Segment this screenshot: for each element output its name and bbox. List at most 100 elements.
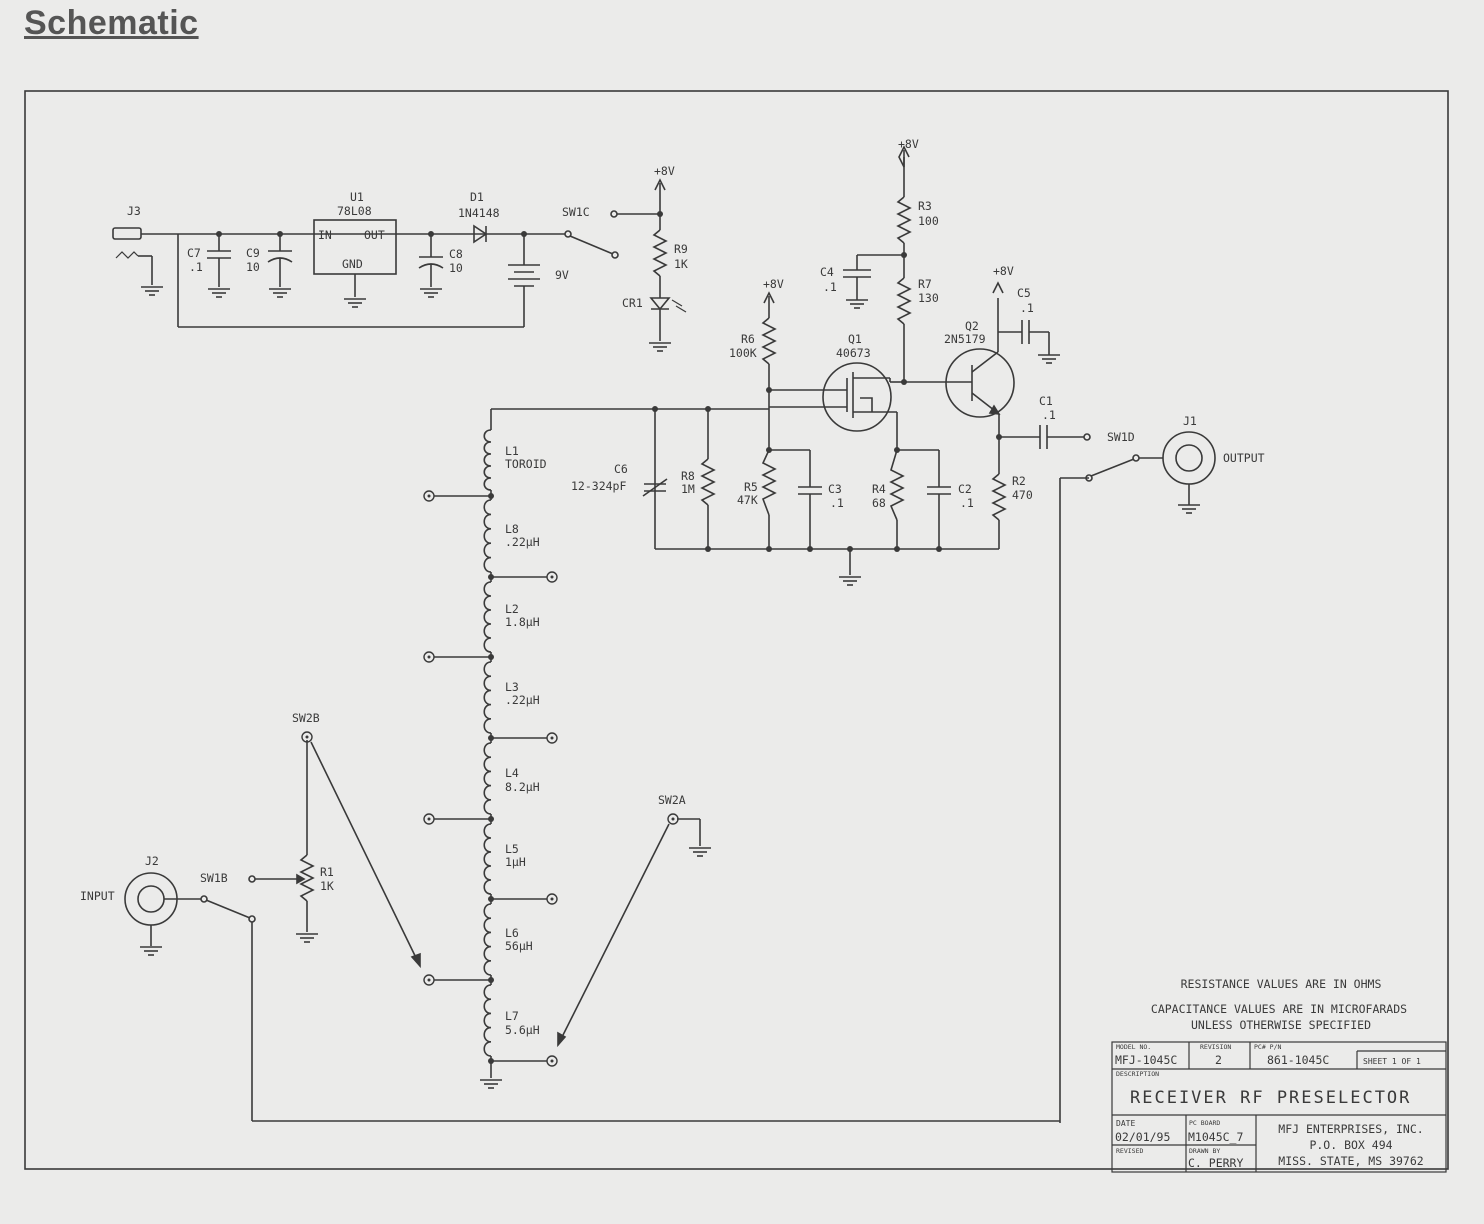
label-l8-value: .22µH (505, 535, 540, 549)
tb-drawn: C. PERRY (1188, 1156, 1243, 1170)
label-c3: C3 (828, 482, 842, 496)
ground-symbol (648, 342, 672, 352)
tap-terminal (423, 490, 435, 502)
inductor-coil (483, 499, 492, 573)
tap-terminal (546, 732, 558, 744)
note-capacitance: CAPACITANCE VALUES ARE IN MICROFARADS (1151, 1002, 1407, 1016)
label-input: INPUT (80, 889, 115, 903)
label-r4-value: 68 (872, 496, 886, 510)
title-block (1111, 1041, 1447, 1173)
label-d1: D1 (470, 190, 484, 204)
label-c3-value: .1 (830, 496, 844, 510)
label-l4: L4 (505, 766, 519, 780)
tb-pcb: 861-1045C (1267, 1053, 1329, 1067)
ground-symbol (295, 933, 319, 943)
label-l6: L6 (505, 926, 519, 940)
label-u1-gnd: GND (342, 257, 363, 271)
tb-model-label: MODEL NO. (1116, 1043, 1151, 1051)
label-c1: C1 (1039, 394, 1053, 408)
label-c2-value: .1 (960, 496, 974, 510)
label-r5-value: 47K (737, 493, 758, 507)
tb-company: MFJ ENTERPRISES, INC. (1278, 1122, 1423, 1136)
ground-symbol (139, 946, 163, 956)
label-c8-value: 10 (449, 261, 463, 275)
label-c5: C5 (1017, 286, 1031, 300)
label-r3-value: 100 (918, 214, 939, 228)
tap-terminal (546, 893, 558, 905)
inductor-coil (483, 742, 492, 815)
label-sw1b: SW1B (200, 871, 228, 885)
label-u1-in: IN (318, 228, 332, 242)
label-l8: L8 (505, 522, 519, 536)
inductor-coil (483, 984, 492, 1057)
label-l2: L2 (505, 602, 519, 616)
tb-date-label: DATE (1116, 1119, 1135, 1128)
label-r8: R8 (681, 469, 695, 483)
label-plus8v: +8V (898, 137, 919, 151)
label-q1: Q1 (848, 332, 862, 346)
ground-symbol (140, 286, 164, 296)
label-u1-out: OUT (364, 228, 385, 242)
label-r2-value: 470 (1012, 488, 1033, 502)
inductor-coil (483, 661, 492, 734)
label-q2-part: 2N5179 (944, 332, 986, 346)
ground-symbol (1177, 504, 1201, 514)
inductor-coils (483, 429, 492, 1064)
inductor-coil (483, 429, 492, 491)
page-heading: Schematic (24, 4, 199, 42)
label-l4-value: 8.2µH (505, 780, 540, 794)
label-l1: L1 (505, 444, 519, 458)
tap-terminal (423, 813, 435, 825)
label-sw1d: SW1D (1107, 430, 1135, 444)
label-battery-9v: 9V (555, 268, 569, 282)
tap-terminal (423, 651, 435, 663)
label-l3: L3 (505, 680, 519, 694)
tb-board-label: PC BOARD (1189, 1119, 1220, 1127)
label-q1-part: 40673 (836, 346, 871, 360)
tb-model: MFJ-1045C (1115, 1053, 1177, 1067)
label-r5: R5 (744, 480, 758, 494)
label-c6: C6 (614, 462, 628, 476)
label-u1: U1 (350, 190, 364, 204)
label-l7: L7 (505, 1009, 519, 1023)
label-r1: R1 (320, 865, 334, 879)
amplifier-section (491, 145, 1216, 1123)
label-c9-value: 10 (246, 260, 260, 274)
ground-symbol (268, 288, 292, 298)
label-r9: R9 (674, 242, 688, 256)
tb-revised-label: REVISED (1116, 1147, 1143, 1155)
ground-symbol (207, 288, 231, 298)
label-c4-value: .1 (823, 280, 837, 294)
ground-symbol (479, 1079, 503, 1089)
inductor-coil (483, 903, 492, 976)
label-u1-part: 78L08 (337, 204, 372, 218)
label-r1-value: 1K (320, 879, 334, 893)
tap-terminal (546, 571, 558, 583)
label-c2: C2 (958, 482, 972, 496)
label-r3: R3 (918, 199, 932, 213)
tb-revision-label: REVISION (1200, 1043, 1231, 1051)
inductor-coil (483, 823, 492, 895)
tap-terminal (546, 1055, 558, 1067)
label-l7-value: 5.6µH (505, 1023, 540, 1037)
tb-sheet: SHEET 1 OF 1 (1363, 1057, 1421, 1066)
label-r7: R7 (918, 277, 932, 291)
tb-description-label: DESCRIPTION (1116, 1070, 1159, 1078)
note-unless: UNLESS OTHERWISE SPECIFIED (1191, 1018, 1371, 1032)
ground-symbol (688, 847, 712, 857)
ground-symbol (419, 288, 443, 298)
label-l6-value: 56µH (505, 939, 533, 953)
label-c8: C8 (449, 247, 463, 261)
note-resistance: RESISTANCE VALUES ARE IN OHMS (1181, 977, 1382, 991)
label-q2: Q2 (965, 319, 979, 333)
ground-symbol (838, 576, 862, 586)
label-c5-value: .1 (1020, 301, 1034, 315)
label-r6-value: 100K (729, 346, 757, 360)
tb-pcb-label: PC# P/N (1254, 1043, 1281, 1051)
label-c4: C4 (820, 265, 834, 279)
switch-sw2a-terminal (667, 813, 679, 825)
label-sw2b: SW2B (292, 711, 320, 725)
tb-address1: P.O. BOX 494 (1309, 1138, 1392, 1152)
label-r2: R2 (1012, 474, 1026, 488)
